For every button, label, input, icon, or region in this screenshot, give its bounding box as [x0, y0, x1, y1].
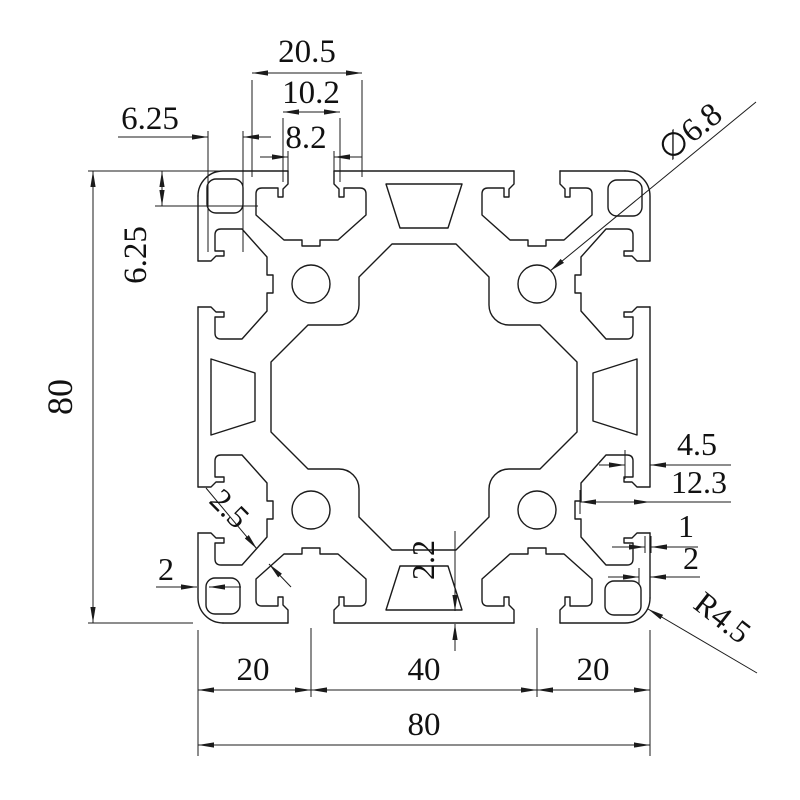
dim-bottom-wall-label: 2.2 — [405, 540, 441, 580]
dim-web-thickness-label: 2.5 — [203, 481, 257, 535]
dim-slot-opening-label: 8.2 — [285, 120, 326, 156]
aluminum-profile — [197, 170, 651, 624]
dim-bottom-seg-right-label: 20 — [577, 652, 610, 688]
dim-lip-depth-label: 4.5 — [677, 426, 717, 462]
dim-hole-diameter-label: ∅6.8 — [652, 96, 729, 168]
dim-outer-wall-left-label: 2 — [158, 551, 174, 587]
dim-corner-offset-v-label: 6.25 — [118, 226, 154, 284]
dimension-lines — [88, 70, 758, 756]
dim-overall-width-label: 80 — [408, 707, 441, 743]
center-cavity — [270, 243, 578, 551]
dim-slot-lip-width-label: 10.2 — [282, 75, 340, 111]
dim-slot-depth-label: 12.3 — [671, 464, 727, 500]
dimension-labels: 20.5 10.2 8.2 6.25 6.25 80 ∅6.8 4.5 12.3… — [40, 34, 758, 743]
dim-slot-outer-width-label: 20.5 — [278, 34, 336, 70]
dim-outer-wall-right-label: 2 — [683, 540, 699, 576]
dim-corner-radius-label: R4.5 — [688, 584, 759, 650]
dim-bottom-seg-mid-label: 40 — [408, 652, 441, 688]
dim-bottom-seg-left-label: 20 — [237, 652, 270, 688]
dim-corner-offset-h-label: 6.25 — [121, 101, 179, 137]
dim-lip-tip-label: 1 — [678, 508, 694, 544]
dim-overall-height-label: 80 — [40, 379, 80, 415]
